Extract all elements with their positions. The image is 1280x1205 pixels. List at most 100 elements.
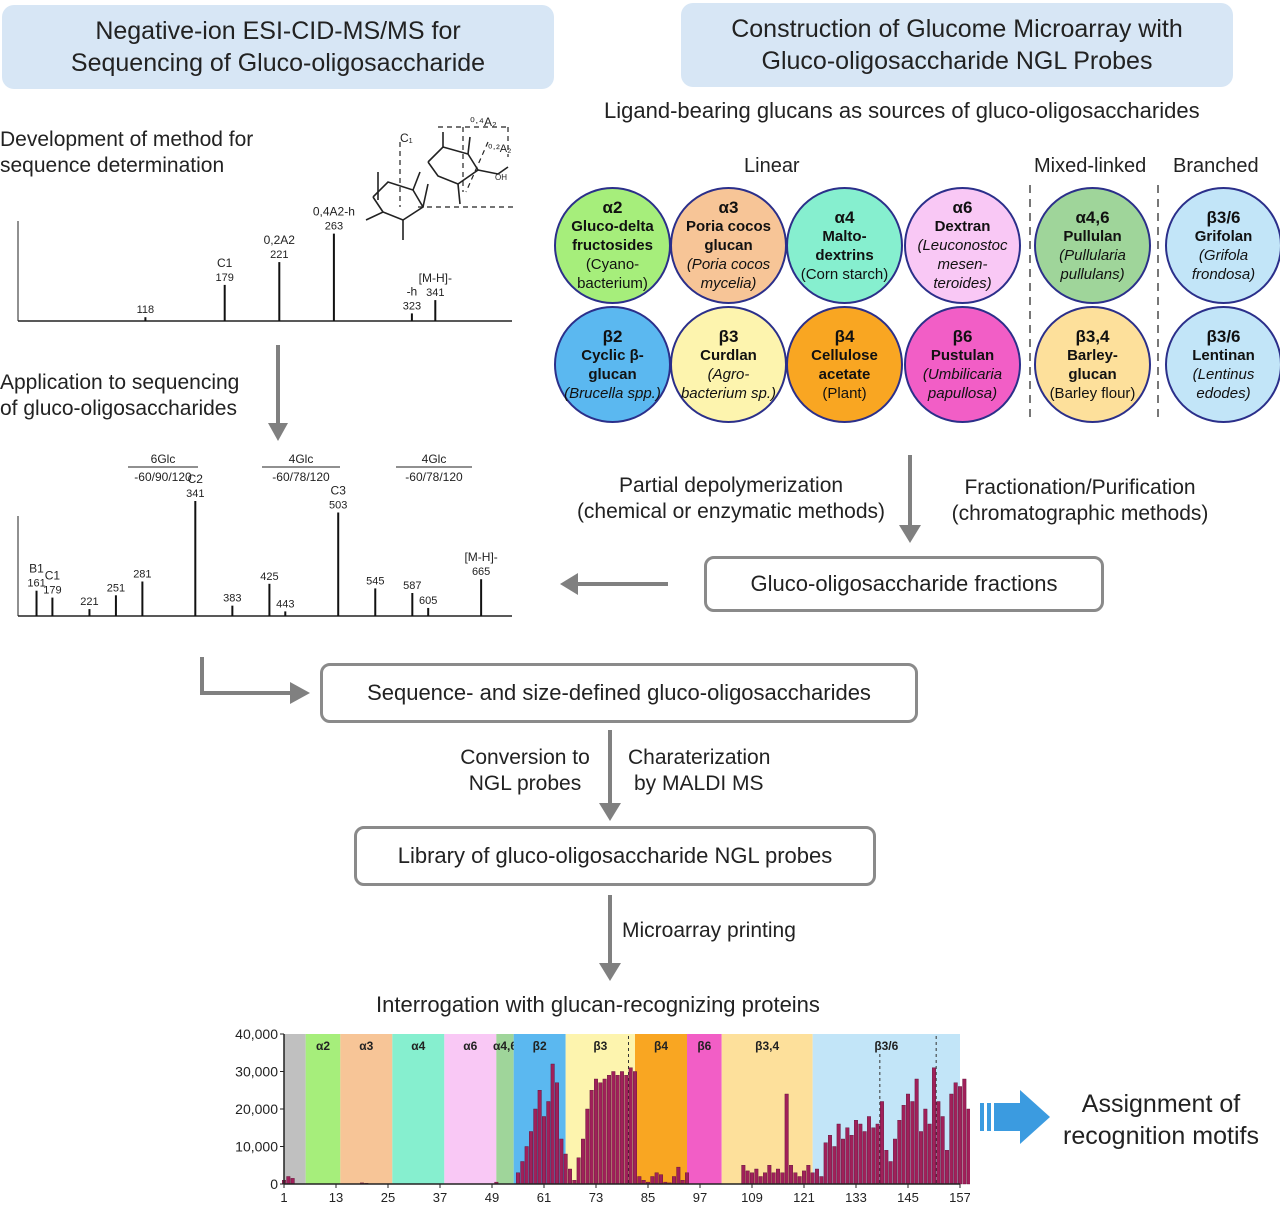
- microarray-printing-text: Microarray printing: [622, 919, 796, 942]
- chart-bar: [633, 1071, 637, 1185]
- chart-region: [496, 1034, 514, 1184]
- chart-bar: [576, 1157, 581, 1185]
- region-label: α6: [463, 1039, 477, 1053]
- chart-bar: [607, 1075, 611, 1185]
- chart-bar: [615, 1075, 620, 1185]
- arrow-right-blue-icon: [980, 1090, 1050, 1144]
- region-label: α3: [359, 1039, 373, 1053]
- peak-ion: [M-H]-: [419, 271, 452, 285]
- chart-bar: [793, 1172, 798, 1185]
- chart-bar: [524, 1146, 529, 1185]
- x-tick-label: 25: [381, 1190, 395, 1205]
- application-line2: of gluco-oligosaccharides: [0, 397, 237, 420]
- glucan-source: (Grifola frondosa): [1191, 246, 1256, 283]
- chart-bar: [875, 1123, 880, 1185]
- peak-ion: C1: [217, 256, 233, 270]
- chart-region: [687, 1034, 722, 1184]
- chart-bar: [676, 1166, 681, 1185]
- glucan-linkage: α4,6: [1075, 207, 1110, 227]
- glucan-source: (Poria cocos mycelia): [686, 256, 771, 292]
- glucan-source: (Pullularia pullulans): [1059, 246, 1126, 283]
- peak-label: 221: [80, 596, 98, 608]
- peak-label: 503: [329, 500, 347, 512]
- peak-label: 443: [276, 598, 294, 610]
- peak-ion: 0,2A2: [264, 233, 296, 247]
- chart-bar: [854, 1120, 858, 1185]
- chart-bar: [828, 1135, 832, 1185]
- chart-bar: [966, 1108, 970, 1185]
- chart-region: [721, 1034, 813, 1184]
- chart-bar: [836, 1123, 841, 1185]
- glucan-name: Curdlan: [700, 346, 757, 364]
- dev-method-line2: sequence determination: [0, 154, 225, 177]
- arrow-down-3-icon: [599, 895, 621, 981]
- chart-bar: [923, 1108, 928, 1185]
- chart-bar: [949, 1093, 954, 1185]
- peak-label: 251: [107, 582, 125, 594]
- chart-region: [635, 1034, 687, 1184]
- chart-bar: [290, 1178, 295, 1185]
- peak-label: 605: [419, 595, 437, 607]
- peak-ion: C2: [188, 472, 204, 486]
- chart-bar: [637, 1176, 642, 1185]
- peak-label: 179: [216, 272, 234, 284]
- region-label: β2: [533, 1039, 547, 1053]
- chart-bar: [516, 1172, 520, 1185]
- left-header: Negative-ion ESI-CID-MS/MS for Sequencin…: [2, 5, 554, 89]
- peak-label: 383: [223, 593, 241, 605]
- fractionation-line2: (chromatographic methods): [951, 502, 1209, 525]
- x-tick-label: 85: [641, 1190, 655, 1205]
- glucan-name: Poria cocos glucan: [685, 218, 772, 254]
- bracket-bottom: -60/78/120: [272, 470, 330, 484]
- characterization-line2: by MALDI MS: [634, 772, 764, 795]
- glucan-linkage: α3: [718, 198, 739, 217]
- x-tick-label: 97: [693, 1190, 707, 1205]
- chart-bar: [654, 1172, 659, 1185]
- application-text: Application to sequencing of gluco-oligo…: [0, 370, 239, 422]
- chart-region: [305, 1034, 341, 1184]
- glucan-linkage: α4: [834, 207, 855, 227]
- chart-bar: [620, 1071, 624, 1185]
- glucan-linkage: β2: [602, 326, 623, 346]
- arrow-elbow-icon: [200, 657, 310, 704]
- chart-bar: [563, 1153, 568, 1185]
- chart-bar: [945, 1150, 949, 1185]
- glucan-name: Pustulan: [930, 346, 995, 364]
- x-tick-label: 133: [845, 1190, 867, 1205]
- glucan-linkage: α2: [602, 198, 623, 217]
- y-tick-label: 10,000: [235, 1139, 278, 1155]
- peak-ion: C1: [45, 569, 61, 583]
- x-tick-label: 73: [589, 1190, 603, 1205]
- chart-bar: [797, 1176, 802, 1185]
- chart-bar: [685, 1172, 689, 1185]
- chart-bar: [958, 1086, 962, 1185]
- region-label: β4: [654, 1039, 668, 1053]
- dev-method-line1: Development of method for: [0, 128, 254, 151]
- chart-bar: [880, 1101, 884, 1185]
- right-header: Construction of Glucome Microarray with …: [681, 3, 1233, 87]
- col-head-linear: Linear: [744, 155, 800, 177]
- chart-bar: [745, 1170, 750, 1185]
- region-label: β3: [593, 1039, 607, 1053]
- glucan-linkage: β6: [952, 326, 973, 346]
- chart-bar: [533, 1108, 538, 1185]
- chart-bar: [568, 1168, 572, 1185]
- bracket-bottom: -60/90/120: [134, 470, 192, 484]
- chart-bar: [559, 1138, 564, 1185]
- left-header-line1: Negative-ion ESI-CID-MS/MS for: [95, 17, 461, 45]
- y-tick-label: 30,000: [235, 1064, 278, 1080]
- assignment-line2: recognition motifs: [1063, 1122, 1259, 1150]
- peak-label: 587: [403, 580, 421, 592]
- peak-label: 665: [472, 566, 490, 578]
- chart-bar: [871, 1127, 876, 1185]
- y-tick-label: 40,000: [235, 1026, 278, 1042]
- glucan-source: (Agro-bacterium sp.): [680, 365, 777, 402]
